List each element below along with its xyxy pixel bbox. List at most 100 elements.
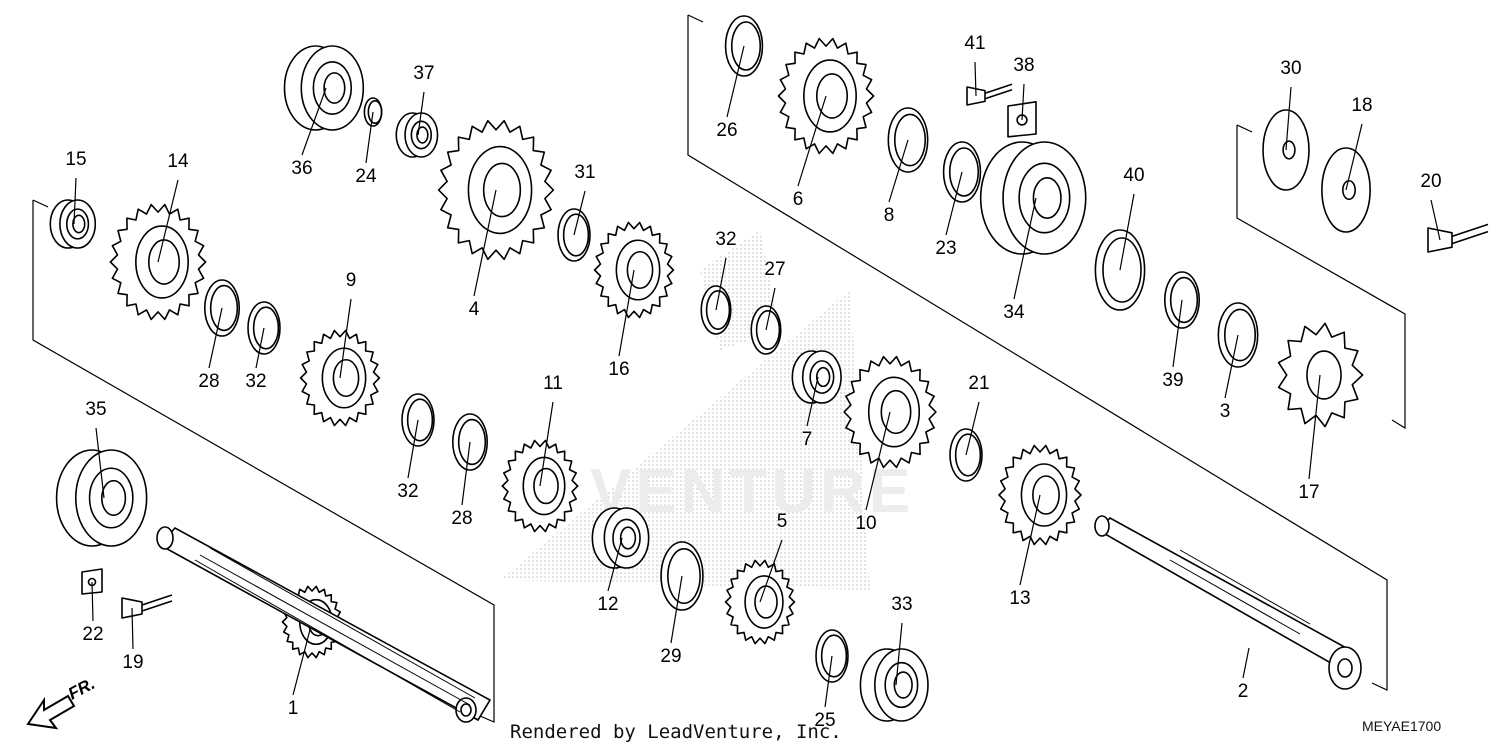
leader-line xyxy=(365,111,374,164)
part-number-label[interactable]: 20 xyxy=(1420,171,1441,192)
leader-line xyxy=(797,95,827,187)
part-number-label[interactable]: 21 xyxy=(968,373,989,394)
part-shape xyxy=(395,112,439,158)
part-number-label[interactable]: 32 xyxy=(715,229,736,250)
part-number-label[interactable]: 14 xyxy=(167,151,189,172)
leader-line xyxy=(945,171,963,236)
part-number-label[interactable]: 10 xyxy=(855,513,876,534)
part-number-label[interactable]: 39 xyxy=(1162,370,1183,391)
leader-line xyxy=(607,537,623,592)
leader-line xyxy=(618,269,635,357)
part-number-label[interactable]: 34 xyxy=(1003,302,1025,323)
part-shape xyxy=(49,199,97,249)
leader-line xyxy=(417,91,425,136)
part-shape xyxy=(979,141,1087,255)
leader-line xyxy=(715,257,727,311)
part-shape xyxy=(1277,322,1364,428)
part-number-label[interactable]: 37 xyxy=(413,63,434,84)
part-shape xyxy=(283,45,365,131)
leader-line xyxy=(95,427,105,499)
sprocket-outline xyxy=(1236,125,1406,430)
part-number-label[interactable]: 38 xyxy=(1013,55,1034,76)
leader-line xyxy=(73,177,77,225)
leader-line xyxy=(726,45,745,118)
part-number-label[interactable]: 6 xyxy=(793,189,804,210)
part-number-label[interactable]: 17 xyxy=(1298,482,1319,503)
part-number-label[interactable]: 19 xyxy=(122,652,143,673)
part-number-label[interactable]: 2 xyxy=(1238,681,1249,702)
part-number-label[interactable]: 4 xyxy=(469,299,480,320)
leader-line xyxy=(91,581,94,622)
leader-line xyxy=(473,189,497,297)
leader-line xyxy=(974,61,977,97)
part-number-label[interactable]: 3 xyxy=(1220,401,1231,422)
leader-line xyxy=(888,139,909,203)
part-number-label[interactable]: 1 xyxy=(288,698,299,719)
part-shape xyxy=(363,97,383,127)
watermark: VENTURE xyxy=(500,230,910,590)
leader-line xyxy=(1224,334,1239,399)
leader-line xyxy=(1021,83,1025,121)
part-number-label[interactable]: 40 xyxy=(1123,165,1144,186)
leader-line xyxy=(824,655,833,708)
part-number-label[interactable]: 11 xyxy=(543,373,563,394)
part-number-label[interactable]: 13 xyxy=(1009,588,1030,609)
part-number-label[interactable]: 29 xyxy=(660,646,681,667)
part-number-label[interactable]: 32 xyxy=(397,481,418,502)
part-number-label[interactable]: 33 xyxy=(891,594,912,615)
part-shape xyxy=(55,449,148,547)
leader-line xyxy=(301,87,327,156)
part-number-label[interactable]: 12 xyxy=(597,594,618,615)
part-number-label[interactable]: 41 xyxy=(964,33,985,54)
leader-line xyxy=(131,607,134,650)
part-number-label[interactable]: 25 xyxy=(814,710,835,731)
diagram-code: MEYAE1700 xyxy=(1362,718,1441,734)
part-number-label[interactable]: 35 xyxy=(85,399,106,420)
leader-line xyxy=(806,376,819,427)
part-number-label[interactable]: 36 xyxy=(291,158,312,179)
part-number-label[interactable]: 27 xyxy=(764,259,785,280)
countershaft-outline xyxy=(32,200,495,723)
leader-line xyxy=(765,287,776,331)
part-number-label[interactable]: 18 xyxy=(1351,95,1372,116)
part-number-label[interactable]: 26 xyxy=(716,120,737,141)
part-number-label[interactable]: 15 xyxy=(65,149,86,170)
leader-line xyxy=(1345,123,1363,191)
leader-line xyxy=(759,539,783,603)
leader-line xyxy=(461,441,471,506)
leader-line xyxy=(865,411,891,511)
leader-line xyxy=(895,622,903,686)
mainshaft xyxy=(1094,515,1362,690)
part-number-label[interactable]: 30 xyxy=(1280,58,1301,79)
leader-line xyxy=(965,401,980,456)
leader-line xyxy=(1285,86,1292,151)
part-number-label[interactable]: 5 xyxy=(777,511,788,532)
leader-line xyxy=(292,621,313,696)
front-direction-arrow: FR. xyxy=(26,674,98,730)
leader-line xyxy=(1019,494,1041,586)
leader-line xyxy=(1172,299,1183,368)
footer-credit: Rendered by LeadVenture, Inc. xyxy=(510,721,842,743)
part-number-label[interactable]: 7 xyxy=(802,429,813,450)
part-shape xyxy=(791,350,842,404)
part-number-label[interactable]: 28 xyxy=(451,508,472,529)
part-number-label[interactable]: 23 xyxy=(935,238,956,259)
part-shape xyxy=(966,83,1013,106)
part-number-label[interactable]: 24 xyxy=(355,166,377,187)
part-shape xyxy=(591,507,650,569)
leader-line xyxy=(1119,193,1135,271)
part-shape xyxy=(121,594,173,619)
part-number-label[interactable]: 22 xyxy=(82,624,103,645)
leader-line xyxy=(1242,647,1250,679)
part-number-label[interactable]: 9 xyxy=(346,270,357,291)
leader-line xyxy=(157,179,179,263)
part-number-label[interactable]: 28 xyxy=(198,371,219,392)
part-number-label[interactable]: 8 xyxy=(884,205,895,226)
leader-line xyxy=(1308,374,1321,480)
part-shape xyxy=(859,648,929,722)
part-number-label[interactable]: 32 xyxy=(245,371,266,392)
leader-line xyxy=(407,419,419,479)
part-number-label[interactable]: 31 xyxy=(574,162,595,183)
mainshaft-outline xyxy=(687,15,1388,691)
part-number-label[interactable]: 16 xyxy=(608,359,629,380)
